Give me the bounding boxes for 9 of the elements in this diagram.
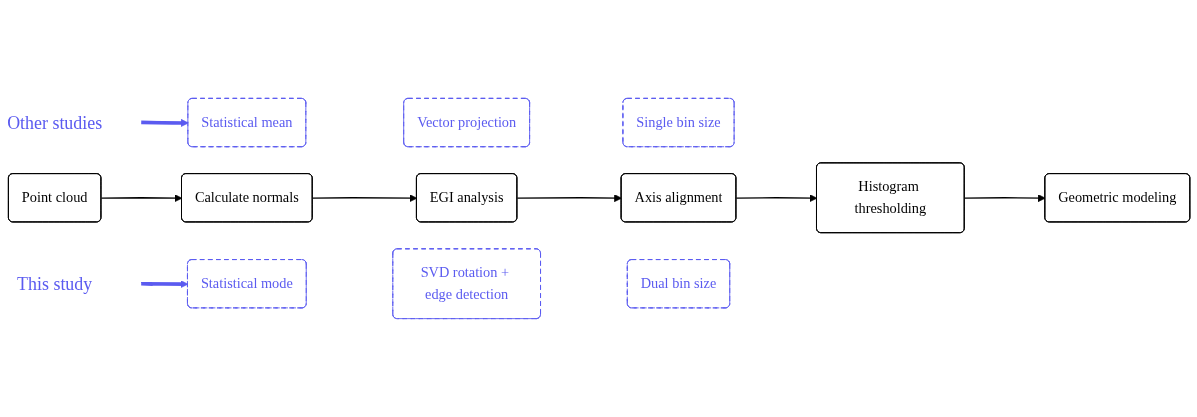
arrow <box>100 194 183 203</box>
node-text: This study <box>17 273 93 294</box>
arrow <box>139 119 189 127</box>
arrow <box>311 194 418 203</box>
arrow <box>139 280 189 289</box>
node-text: Other studies <box>7 112 103 133</box>
arrow <box>516 194 622 203</box>
arrow <box>735 194 818 203</box>
arrow <box>964 194 1046 203</box>
